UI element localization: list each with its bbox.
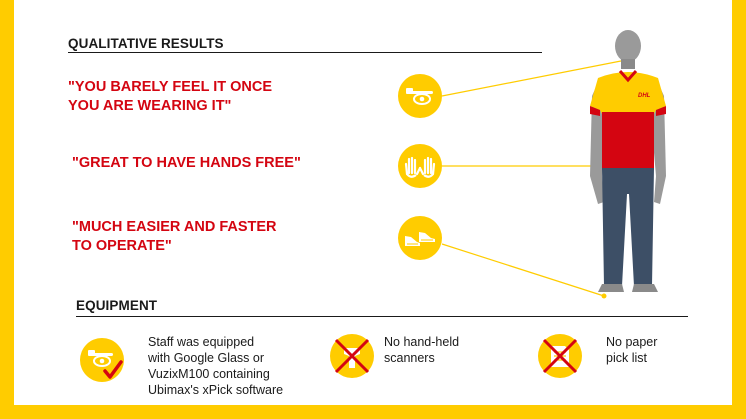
connector-dot-feet (601, 293, 607, 299)
connector-line-feet (441, 243, 605, 297)
svg-text:DHL: DHL (638, 93, 651, 99)
worker-head (615, 30, 641, 62)
worker-right-shoe (632, 284, 658, 292)
worker-shirt-red (602, 112, 654, 170)
no-scanner-icon (330, 334, 374, 378)
qualitative-heading-rule (68, 52, 542, 53)
qualitative-results-heading: QUALITATIVE RESULTS (68, 36, 224, 51)
dhl-worker-figure: DHL (590, 30, 666, 292)
smart-glasses-check-icon (80, 338, 124, 382)
equipment-item-glass: Staff was equipped with Google Glass or … (148, 335, 284, 397)
glasses-icon (398, 74, 442, 118)
no-paper-icon (538, 334, 582, 378)
equipment-item-paper: No paper pick list (606, 335, 658, 365)
worker-left-shoe (598, 284, 624, 292)
quote-barely-feel: "YOU BARELY FEEL IT ONCE YOU ARE WEARING… (68, 79, 273, 114)
equipment-heading-rule (76, 316, 688, 317)
equipment-item-scanners: No hand-held scanners (384, 335, 460, 365)
connector-line-head (441, 59, 627, 97)
shoes-icon (398, 216, 442, 260)
quote-easier-faster: "MUCH EASIER AND FASTER TO OPERATE" (72, 219, 277, 254)
worker-shirt-yellow (590, 72, 666, 114)
hands-icon (398, 144, 442, 188)
worker-trousers (602, 168, 654, 286)
quote-hands-free: "GREAT TO HAVE HANDS FREE" (72, 155, 301, 171)
equipment-heading: EQUIPMENT (76, 298, 158, 313)
